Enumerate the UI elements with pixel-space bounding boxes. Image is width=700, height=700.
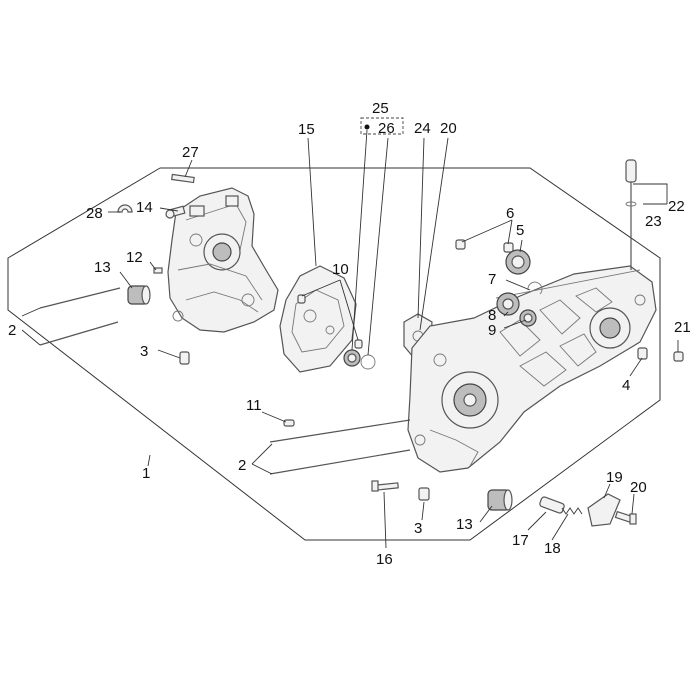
callout-labels: 1 2 2 3 3 4 5 6 7 8 9 10 11 12 13 13 14 … xyxy=(8,100,691,568)
part-5-bearing xyxy=(505,249,531,275)
callout-21: 21 xyxy=(674,319,691,336)
callout-12: 12 xyxy=(126,249,143,266)
callout-3: 3 xyxy=(140,343,148,360)
callout-5: 5 xyxy=(516,222,524,239)
part-13-bushing-left xyxy=(127,285,151,305)
part-26-oil-seal xyxy=(343,349,361,367)
part-25-o-ring xyxy=(360,354,376,370)
part-8-bearing xyxy=(496,292,520,316)
callout-7: 7 xyxy=(488,271,496,288)
part-20-bolt xyxy=(614,510,637,525)
callout-1: 1 xyxy=(142,465,150,482)
callout-24: 24 xyxy=(414,120,431,137)
callout-6: 6 xyxy=(506,205,514,222)
part-21-plug xyxy=(673,351,684,362)
callout-17: 17 xyxy=(512,532,529,549)
bracket-22-23 xyxy=(633,183,668,204)
callout-4: 4 xyxy=(622,377,630,394)
callout-28: 28 xyxy=(86,205,103,222)
left-crankcase-half xyxy=(167,187,279,333)
part-12-pin xyxy=(153,267,163,274)
part-23-o-ring xyxy=(625,201,637,207)
callout-13: 13 xyxy=(94,259,111,276)
leader-lines xyxy=(21,129,679,549)
part-15-gasket xyxy=(279,265,357,373)
part-6-dowels xyxy=(455,239,514,253)
part-3-dowel-left xyxy=(179,351,190,365)
callout-10: 10 xyxy=(332,261,349,278)
callout-27: 27 xyxy=(182,144,199,161)
callout-14: 14 xyxy=(136,199,153,216)
callout-16: 16 xyxy=(376,551,393,568)
assembly-frame xyxy=(7,167,661,541)
part-2-studs-right xyxy=(269,419,411,475)
part-11-dowel xyxy=(283,419,295,427)
part-19-plate xyxy=(587,493,621,527)
part-10-dowels xyxy=(297,294,363,349)
part-13-bushing-right xyxy=(487,489,513,511)
part-27-stud xyxy=(171,173,195,184)
callout-26: 26 xyxy=(378,120,395,137)
callout-13: 13 xyxy=(456,516,473,533)
part-2-studs-left xyxy=(39,287,121,346)
part-3-dowel-right xyxy=(418,487,430,501)
callout-19: 19 xyxy=(606,469,623,486)
part-9-oil-seal xyxy=(519,309,537,327)
kit-25-box xyxy=(360,117,404,135)
callout-2: 2 xyxy=(238,457,246,474)
callout-2: 2 xyxy=(8,322,16,339)
callout-23: 23 xyxy=(645,213,662,230)
callout-8: 8 xyxy=(488,307,496,324)
part-4-dowel xyxy=(637,347,648,360)
part-16-bolt xyxy=(371,480,399,492)
part-14-bolt xyxy=(165,205,186,219)
part-18-spring xyxy=(561,507,583,515)
kit-dot xyxy=(364,124,370,130)
callout-22: 22 xyxy=(668,198,685,215)
callout-20: 20 xyxy=(440,120,457,137)
callout-20: 20 xyxy=(630,479,647,496)
callout-25: 25 xyxy=(372,100,389,117)
part-7-circlip xyxy=(527,281,543,295)
callout-15: 15 xyxy=(298,121,315,138)
part-22-dipstick xyxy=(625,159,637,270)
callout-3: 3 xyxy=(414,520,422,537)
callout-18: 18 xyxy=(544,540,561,557)
part-17-spacer xyxy=(539,496,565,514)
callout-9: 9 xyxy=(488,322,496,339)
part-28-clip xyxy=(117,204,133,213)
callout-11: 11 xyxy=(246,397,262,414)
right-crankcase-half xyxy=(407,265,657,473)
